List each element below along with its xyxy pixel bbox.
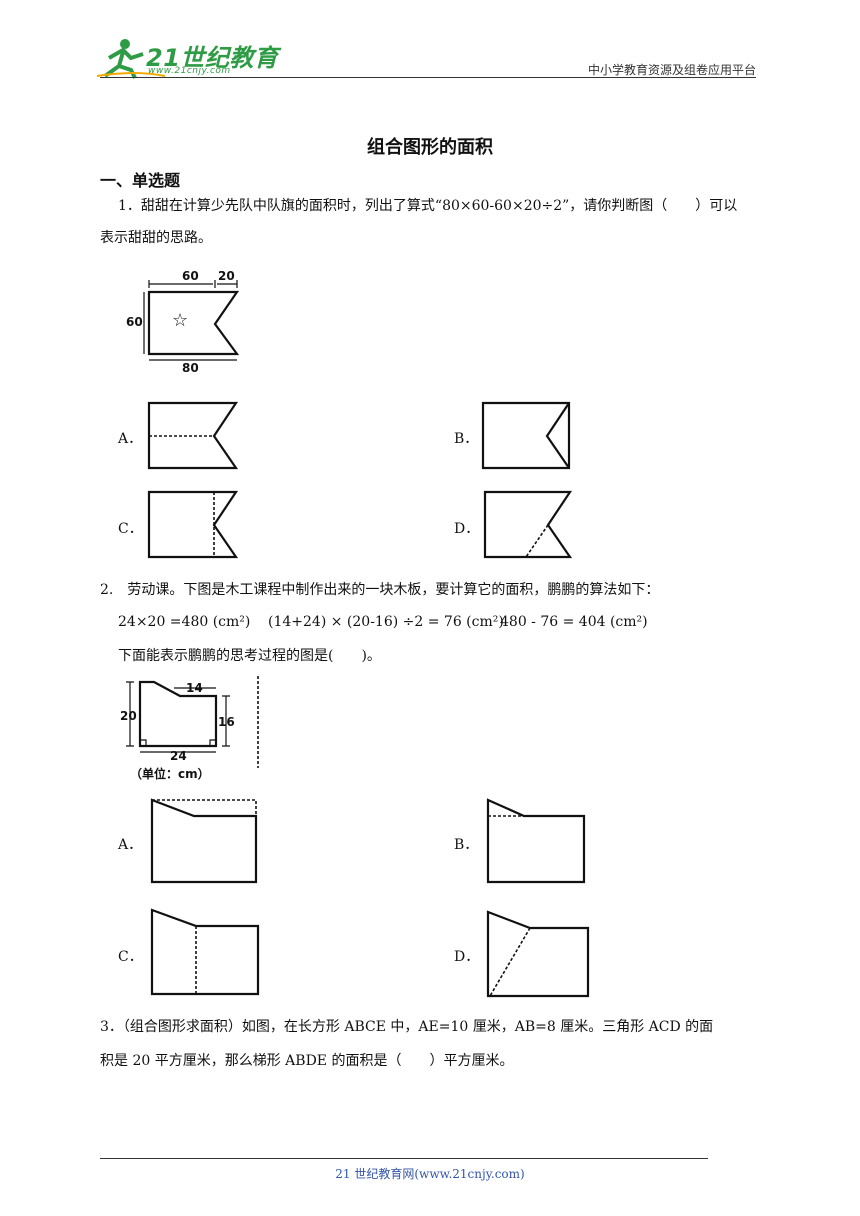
q1-option-a-label[interactable]: A． <box>118 431 143 447</box>
q2-calc-3: 480 - 76 = 404 (cm²) <box>500 614 648 630</box>
q1-option-b-figure[interactable] <box>480 400 574 472</box>
q2-board-figure: 20 14 16 24 （单位：cm） <box>120 676 259 781</box>
q2-option-b-label[interactable]: B． <box>454 837 479 853</box>
q2-option-c-figure[interactable] <box>148 906 260 998</box>
q2-text-line3: 下面能表示鹏鹏的思考过程的图是( )。 <box>118 648 381 664</box>
q2-option-a-figure[interactable] <box>148 796 260 886</box>
header-platform-text: 中小学教育资源及组卷应用平台 <box>587 63 756 77</box>
q2-calc-2: (14+24) × (20-16) ÷2 = 76 (cm²) <box>268 614 504 630</box>
q1-text-line2: 表示甜甜的思路。 <box>100 230 212 246</box>
q1-fig-label-bottom: 80 <box>182 361 199 375</box>
q2-calc-1: 24×20 =480 (cm²) <box>118 614 251 630</box>
q2-option-b-figure[interactable] <box>484 796 588 886</box>
q2-fig-label-bottom: 24 <box>170 749 187 763</box>
q1-fig-label-top: 60 <box>182 269 199 283</box>
q2-fig-label-left: 20 <box>120 709 137 723</box>
q2-option-c-label-d[interactable]: D． <box>454 949 480 965</box>
page-title: 组合图形的面积 <box>367 137 493 158</box>
q1-option-c-label[interactable]: C． <box>118 521 143 537</box>
q2-fig-label-top: 14 <box>186 681 203 695</box>
q2-fig-label-right: 16 <box>218 715 235 729</box>
q1-fig-label-side: 60 <box>126 315 143 329</box>
q3-text-line1: 3．（组合图形求面积）如图，在长方形 ABCE 中，AE=10 厘米，AB=8 … <box>100 1019 714 1035</box>
q2-text-line1: 2. 劳动课。下图是木工课程中制作出来的一块木板，要计算它的面积，鹏鹏的算法如下… <box>100 582 660 598</box>
q3-text-line2: 积是 20 平方厘米，那么梯形 ABDE 的面积是（ ）平方厘米。 <box>100 1053 514 1069</box>
star-icon: ☆ <box>172 310 188 331</box>
q2-fig-unit: （单位：cm） <box>130 766 210 781</box>
q1-option-b-label[interactable]: B． <box>454 431 479 447</box>
logo-text: 21世纪教育 <box>146 44 279 72</box>
footer-text: 21 世纪教育网(www.21cnjy.com) <box>335 1167 525 1181</box>
q1-flag-figure: 60 20 60 80 ☆ <box>126 269 240 375</box>
q2-option-d-figure[interactable] <box>484 908 592 1000</box>
q1-option-d-label[interactable]: D． <box>454 521 480 537</box>
q1-option-c-figure[interactable] <box>146 489 240 561</box>
header-divider <box>100 77 756 78</box>
logo-url: www.21cnjy.com <box>148 66 231 76</box>
q1-option-d-figure[interactable] <box>482 489 576 561</box>
section-heading: 一、单选题 <box>100 171 181 190</box>
q2-option-c-label[interactable]: C． <box>118 949 143 965</box>
q1-fig-label-notch: 20 <box>218 269 235 283</box>
logo-icon <box>96 39 166 79</box>
q1-text-line1: 1．甜甜在计算少先队中队旗的面积时，列出了算式“80×60-60×20÷2”，请… <box>118 198 738 214</box>
q1-option-a-figure[interactable] <box>146 400 240 472</box>
q2-option-a-label[interactable]: A． <box>118 837 143 853</box>
footer-divider <box>100 1158 708 1159</box>
